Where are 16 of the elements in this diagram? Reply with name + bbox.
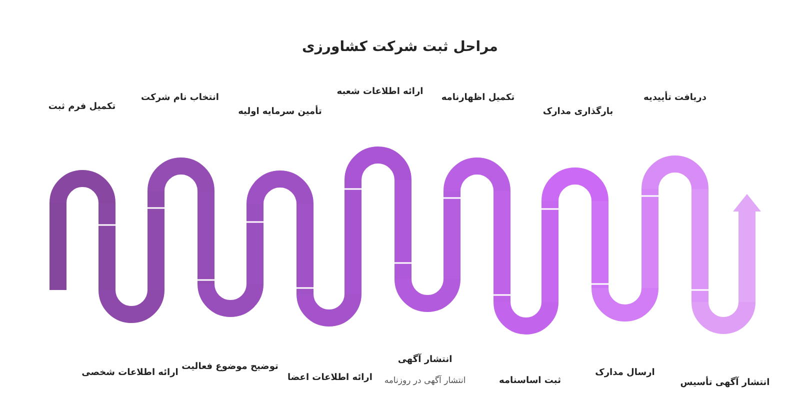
step-label: تکمیل اظهارنامه: [441, 93, 515, 103]
step-label: تأمین سرمایه اولیه: [238, 107, 322, 117]
title: مراحل ثبت شرکت کشاورزی: [302, 39, 498, 55]
step-label: توضیح موضوع فعالیت: [182, 362, 278, 372]
step-label: ثبت اساسنامه: [499, 376, 561, 386]
step-label: تکمیل فرم ثبت: [48, 102, 116, 112]
step-label: ارائه اطلاعات شعبه: [336, 87, 424, 97]
step-label: بارگذاری مدارک: [542, 107, 614, 117]
step-label: انتشار آگهی: [398, 355, 452, 365]
step-label: انتشار آگهی تأسیس: [680, 378, 770, 388]
step-label: ارائه اطلاعات اعضا: [288, 373, 372, 383]
step-note: انتشار آگهی در روزنامه: [384, 376, 466, 386]
step-label: دریافت تأییدیه: [644, 93, 706, 103]
step-label: انتخاب نام شرکت: [141, 93, 219, 103]
step-label: ارسال مدارک: [595, 368, 655, 378]
step-label: ارائه اطلاعات شخصی: [82, 368, 178, 378]
